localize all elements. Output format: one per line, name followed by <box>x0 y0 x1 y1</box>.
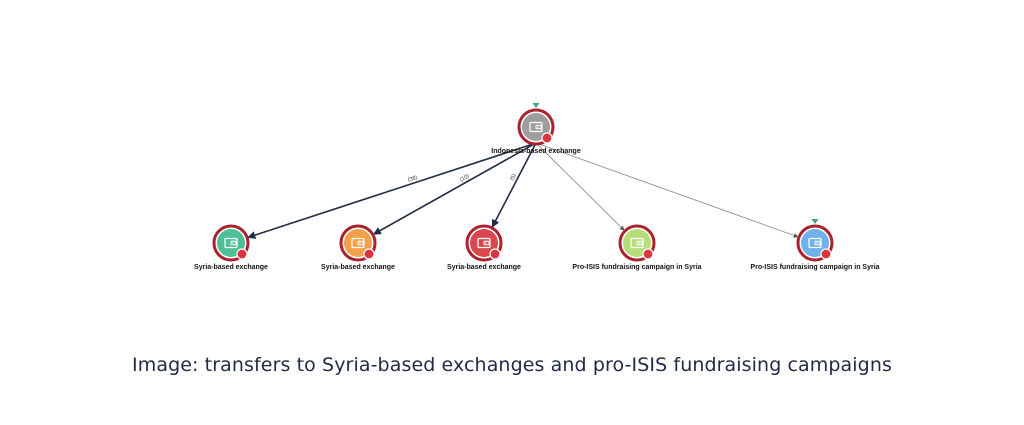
root-node[interactable]: Indonesia-based exchange <box>491 103 581 155</box>
alert-badge-icon <box>363 248 375 260</box>
alert-badge-icon <box>541 132 553 144</box>
entity-node[interactable]: Syria-based exchange <box>321 224 395 271</box>
edges-layer: (38) (10) (5) <box>247 142 799 239</box>
entity-node[interactable]: Pro-ISIS fundraising campaign in Syria <box>750 219 880 271</box>
node-label: Pro-ISIS fundraising campaign in Syria <box>572 264 701 271</box>
transfer-edge[interactable]: (38) <box>247 142 535 239</box>
edge-line <box>247 142 535 239</box>
edge-count-label: (38) <box>407 175 418 184</box>
alert-badge-icon <box>642 248 654 260</box>
edge-line <box>372 143 535 235</box>
flag-marker-icon <box>532 103 540 108</box>
image-caption: Image: transfers to Syria-based exchange… <box>132 354 892 376</box>
edge-count-label: (10) <box>459 173 471 183</box>
edge-line <box>537 143 799 238</box>
edge-line <box>491 144 536 228</box>
node-label: Indonesia-based exchange <box>491 148 581 155</box>
flag-marker-icon <box>811 219 819 224</box>
node-label: Pro-ISIS fundraising campaign in Syria <box>750 264 879 271</box>
edge-count-label: (5) <box>509 173 518 182</box>
transfer-edge[interactable]: (5) <box>491 144 536 228</box>
alert-badge-icon <box>489 248 501 260</box>
alert-badge-icon <box>236 248 248 260</box>
wallet-icon <box>477 237 491 249</box>
transfer-edge[interactable] <box>537 143 799 238</box>
wallet-icon <box>529 121 543 133</box>
alert-badge-icon <box>820 248 832 260</box>
transfer-edge[interactable]: (10) <box>372 143 535 235</box>
wallet-icon <box>630 237 644 249</box>
entity-node[interactable]: Pro-ISIS fundraising campaign in Syria <box>572 224 702 271</box>
transfer-edge[interactable] <box>537 144 625 231</box>
wallet-icon <box>808 237 822 249</box>
node-label: Syria-based exchange <box>194 264 268 271</box>
wallet-icon <box>351 237 365 249</box>
edge-line <box>537 144 625 231</box>
node-label: Syria-based exchange <box>447 264 521 271</box>
entity-node[interactable]: Syria-based exchange <box>194 224 268 271</box>
wallet-icon <box>224 237 238 249</box>
entity-node[interactable]: Syria-based exchange <box>447 224 521 271</box>
node-label: Syria-based exchange <box>321 264 395 271</box>
